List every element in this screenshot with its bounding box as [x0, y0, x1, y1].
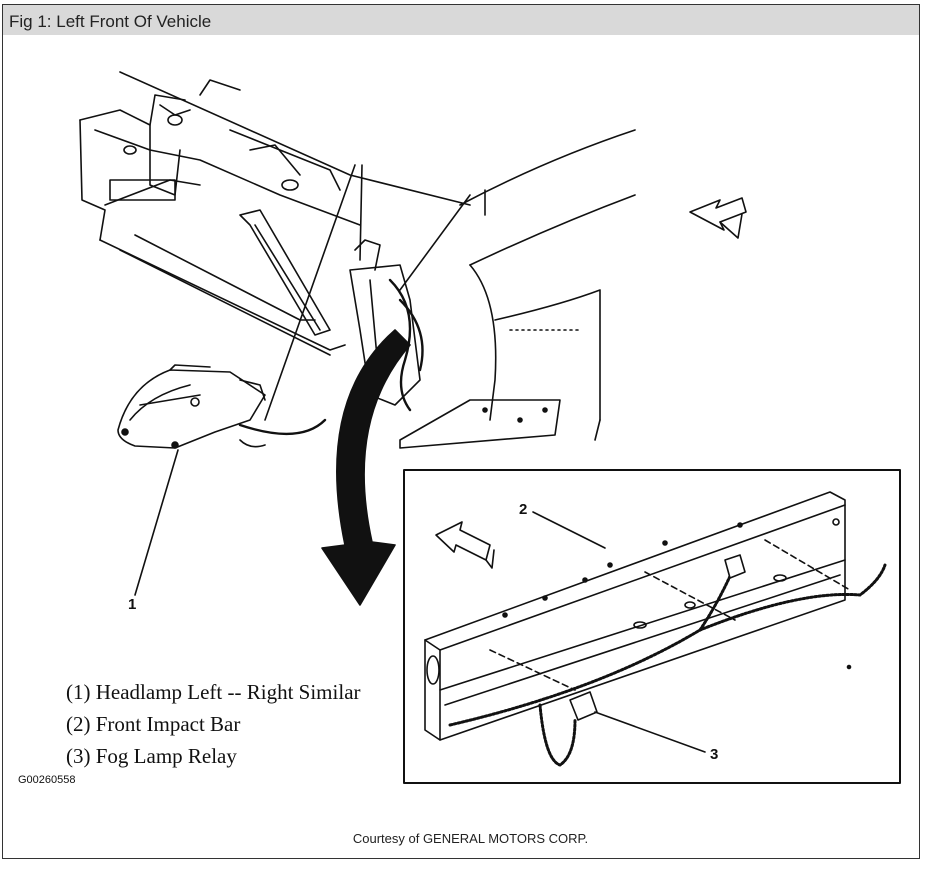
- legend-item-impact-bar: (2) Front Impact Bar: [66, 712, 241, 736]
- harness-bracket: [349, 239, 424, 412]
- legend-item-headlamp: (1) Headlamp Left -- Right Similar: [66, 680, 361, 704]
- callout-2-leader: [532, 511, 606, 549]
- splash-panel: [399, 399, 561, 449]
- image-code: G00260558: [18, 774, 76, 786]
- direction-arrow-upper: [689, 197, 747, 239]
- legend: (1) Headlamp Left -- Right Similar (2) F…: [66, 676, 361, 772]
- courtesy-note: Courtesy of GENERAL MOTORS CORP.: [352, 831, 589, 846]
- caption-bar: Fig 1: Left Front Of Vehicle: [3, 5, 919, 35]
- clip-leaders: [489, 539, 851, 691]
- headlamp: [117, 364, 327, 449]
- direction-arrow-inset: [435, 521, 495, 569]
- legend-item-relay: (3) Fog Lamp Relay: [66, 744, 237, 768]
- curved-arrow: [321, 329, 411, 606]
- front-impact-bar: [424, 491, 846, 741]
- callout-3-leader: [594, 711, 706, 753]
- callout-1-label: 1: [128, 596, 137, 613]
- leader-lines: [264, 164, 486, 421]
- callout-3-label: 3: [710, 746, 719, 763]
- callout-2-label: 2: [519, 501, 528, 518]
- figure-caption: Fig 1: Left Front Of Vehicle: [9, 12, 212, 31]
- fender: [459, 129, 636, 441]
- callout-1-leader: [134, 449, 179, 596]
